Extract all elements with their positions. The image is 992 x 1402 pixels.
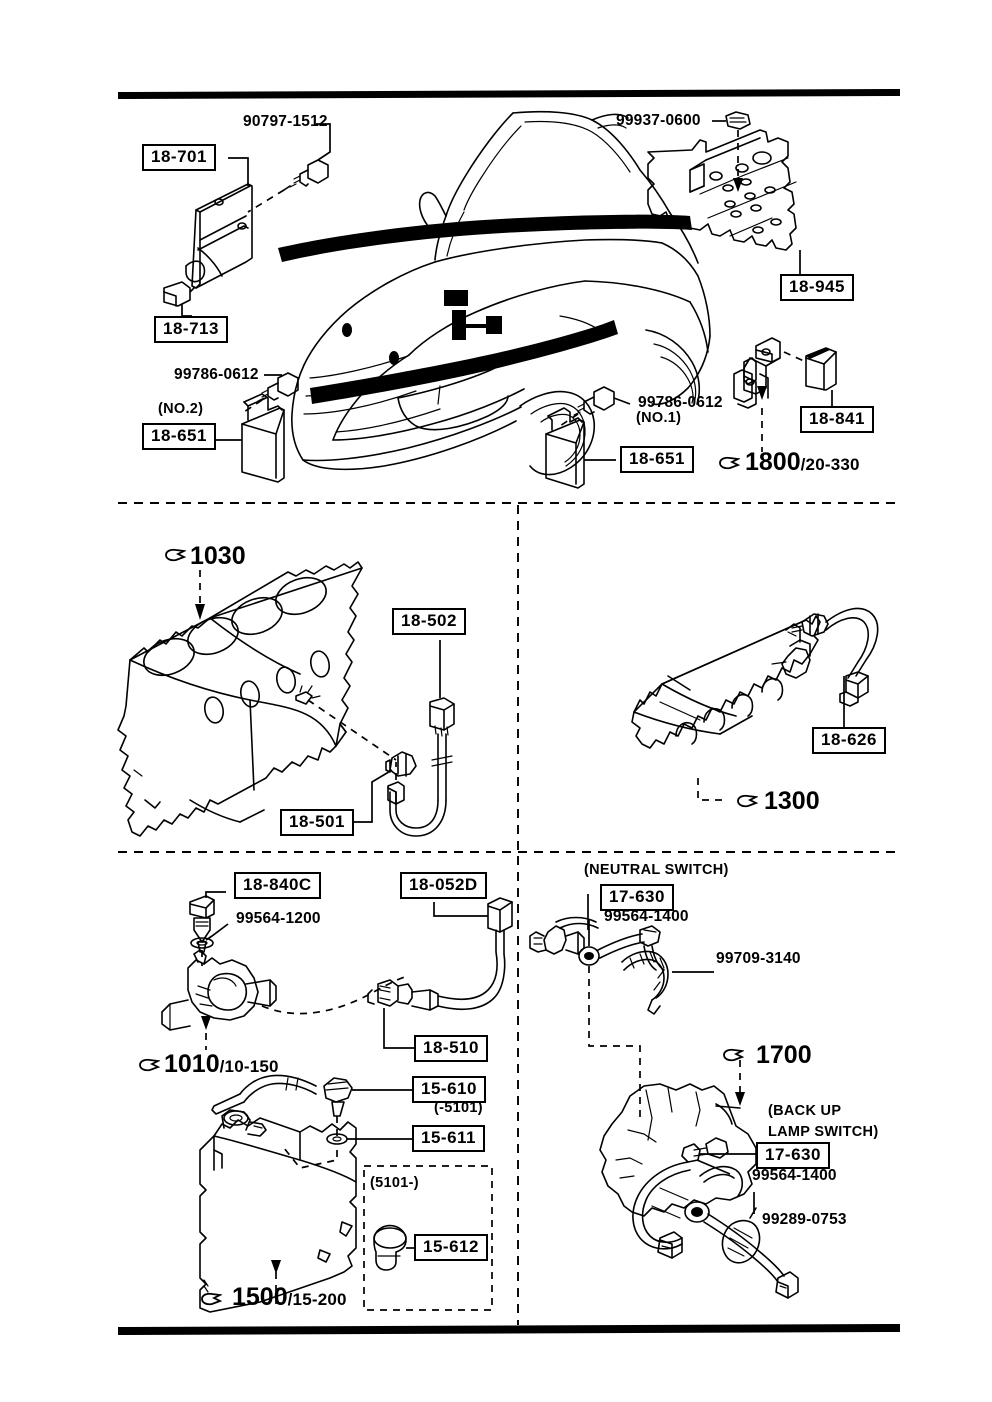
part-15-610-switch (211, 1074, 412, 1169)
label-18-713[interactable]: 18-713 (154, 316, 228, 344)
section-1300-number: 1300 (764, 787, 820, 815)
section-1500-suffix: /15-200 (287, 1290, 347, 1309)
section-1500-number: 1500 (232, 1283, 288, 1311)
label-99564-1400-backup: 99564-1400 (752, 1167, 837, 1184)
section-1800: 1800/20-330 (745, 450, 860, 475)
section-pointer-icon-1030 (165, 548, 186, 562)
section-1500: 1500/15-200 (232, 1285, 347, 1310)
section-1030-number: 1030 (190, 542, 246, 570)
label-99289-0753: 99289-0753 (762, 1211, 847, 1228)
label-15-611[interactable]: 15-611 (412, 1125, 485, 1153)
section-pointer-icon-1300 (737, 794, 758, 808)
label-99786-0612-left: 99786-0612 (174, 366, 259, 383)
part-18-502-harness (387, 640, 455, 837)
section-1300: 1300 (764, 789, 820, 814)
section-pointer-icon-1700 (723, 1048, 744, 1062)
thermostat-housing-illustration (161, 891, 277, 1050)
transmission-case-illustration (599, 1060, 799, 1299)
section-pointer-icon (719, 456, 740, 470)
camshaft-cover-illustration (631, 607, 879, 801)
radiator-illustration (199, 1109, 357, 1313)
part-18-841-relay-bracket (733, 337, 837, 452)
label-99786-0612-right: 99786-0612 (638, 394, 723, 411)
label-18-052D[interactable]: 18-052D (400, 872, 487, 900)
label-99937-0600: 99937-0600 (616, 112, 701, 129)
section-pointer-icon-1500 (201, 1292, 222, 1306)
section-1030: 1030 (190, 544, 246, 569)
label-18-841[interactable]: 18-841 (800, 406, 874, 434)
part-18-651-no2-relay (212, 393, 285, 483)
label-99564-1400-neutral: 99564-1400 (604, 908, 689, 925)
vehicle-illustration (278, 110, 711, 476)
label-17-630-neutral[interactable]: 17-630 (600, 884, 674, 912)
label-range-from-5101: (5101-) (370, 1175, 419, 1191)
label-no2: (NO.2) (158, 401, 204, 417)
part-18-945-bracket (647, 129, 801, 278)
part-99786-0612-bolt-right (559, 386, 631, 427)
label-15-612[interactable]: 15-612 (414, 1234, 488, 1262)
label-backup-line1: (BACK UP (768, 1103, 842, 1119)
label-18-626[interactable]: 18-626 (812, 727, 886, 755)
section-1800-suffix: /20-330 (800, 455, 860, 474)
label-15-610[interactable]: 15-610 (412, 1076, 486, 1104)
part-18-501-sensor (295, 685, 417, 823)
section-1010: 1010/10-150 (164, 1052, 279, 1077)
inset-5101-onward (363, 1165, 493, 1311)
part-90797-1512-bolt (247, 123, 331, 213)
label-18-651-no1[interactable]: 18-651 (620, 446, 694, 474)
section-1010-suffix: /10-150 (219, 1057, 279, 1076)
part-18-052D-harness (433, 897, 513, 1011)
label-18-651-no2[interactable]: 18-651 (142, 423, 216, 451)
part-18-713-grommet (163, 281, 201, 317)
label-18-701[interactable]: 18-701 (142, 144, 216, 172)
label-17-630-backup[interactable]: 17-630 (756, 1142, 830, 1170)
part-18-651-no1-relay (545, 407, 616, 489)
label-18-840C[interactable]: 18-840C (234, 872, 321, 900)
part-18-701-bracket (185, 157, 253, 289)
label-90797-1512: 90797-1512 (243, 113, 328, 130)
label-99709-3140: 99709-3140 (716, 950, 801, 967)
label-99564-1200: 99564-1200 (236, 910, 321, 927)
part-18-510-sensor (261, 975, 439, 1049)
label-no1: (NO.1) (636, 410, 682, 426)
label-backup-line2: LAMP SWITCH) (768, 1124, 879, 1140)
section-1800-number: 1800 (745, 448, 801, 476)
neutral-switch-illustration (529, 894, 714, 1120)
label-range-to-5101: (-5101) (434, 1100, 483, 1116)
section-1010-number: 1010 (164, 1050, 220, 1078)
cylinder-block-illustration (117, 561, 363, 837)
section-1700-number: 1700 (756, 1041, 812, 1069)
section-1700: 1700 (756, 1043, 812, 1068)
label-18-510[interactable]: 18-510 (414, 1035, 488, 1063)
label-18-502[interactable]: 18-502 (392, 608, 466, 636)
label-18-945[interactable]: 18-945 (780, 274, 854, 302)
section-pointer-icon-1010 (139, 1058, 160, 1072)
label-neutral-switch: (NEUTRAL SWITCH) (584, 862, 729, 878)
label-18-501[interactable]: 18-501 (280, 809, 354, 837)
